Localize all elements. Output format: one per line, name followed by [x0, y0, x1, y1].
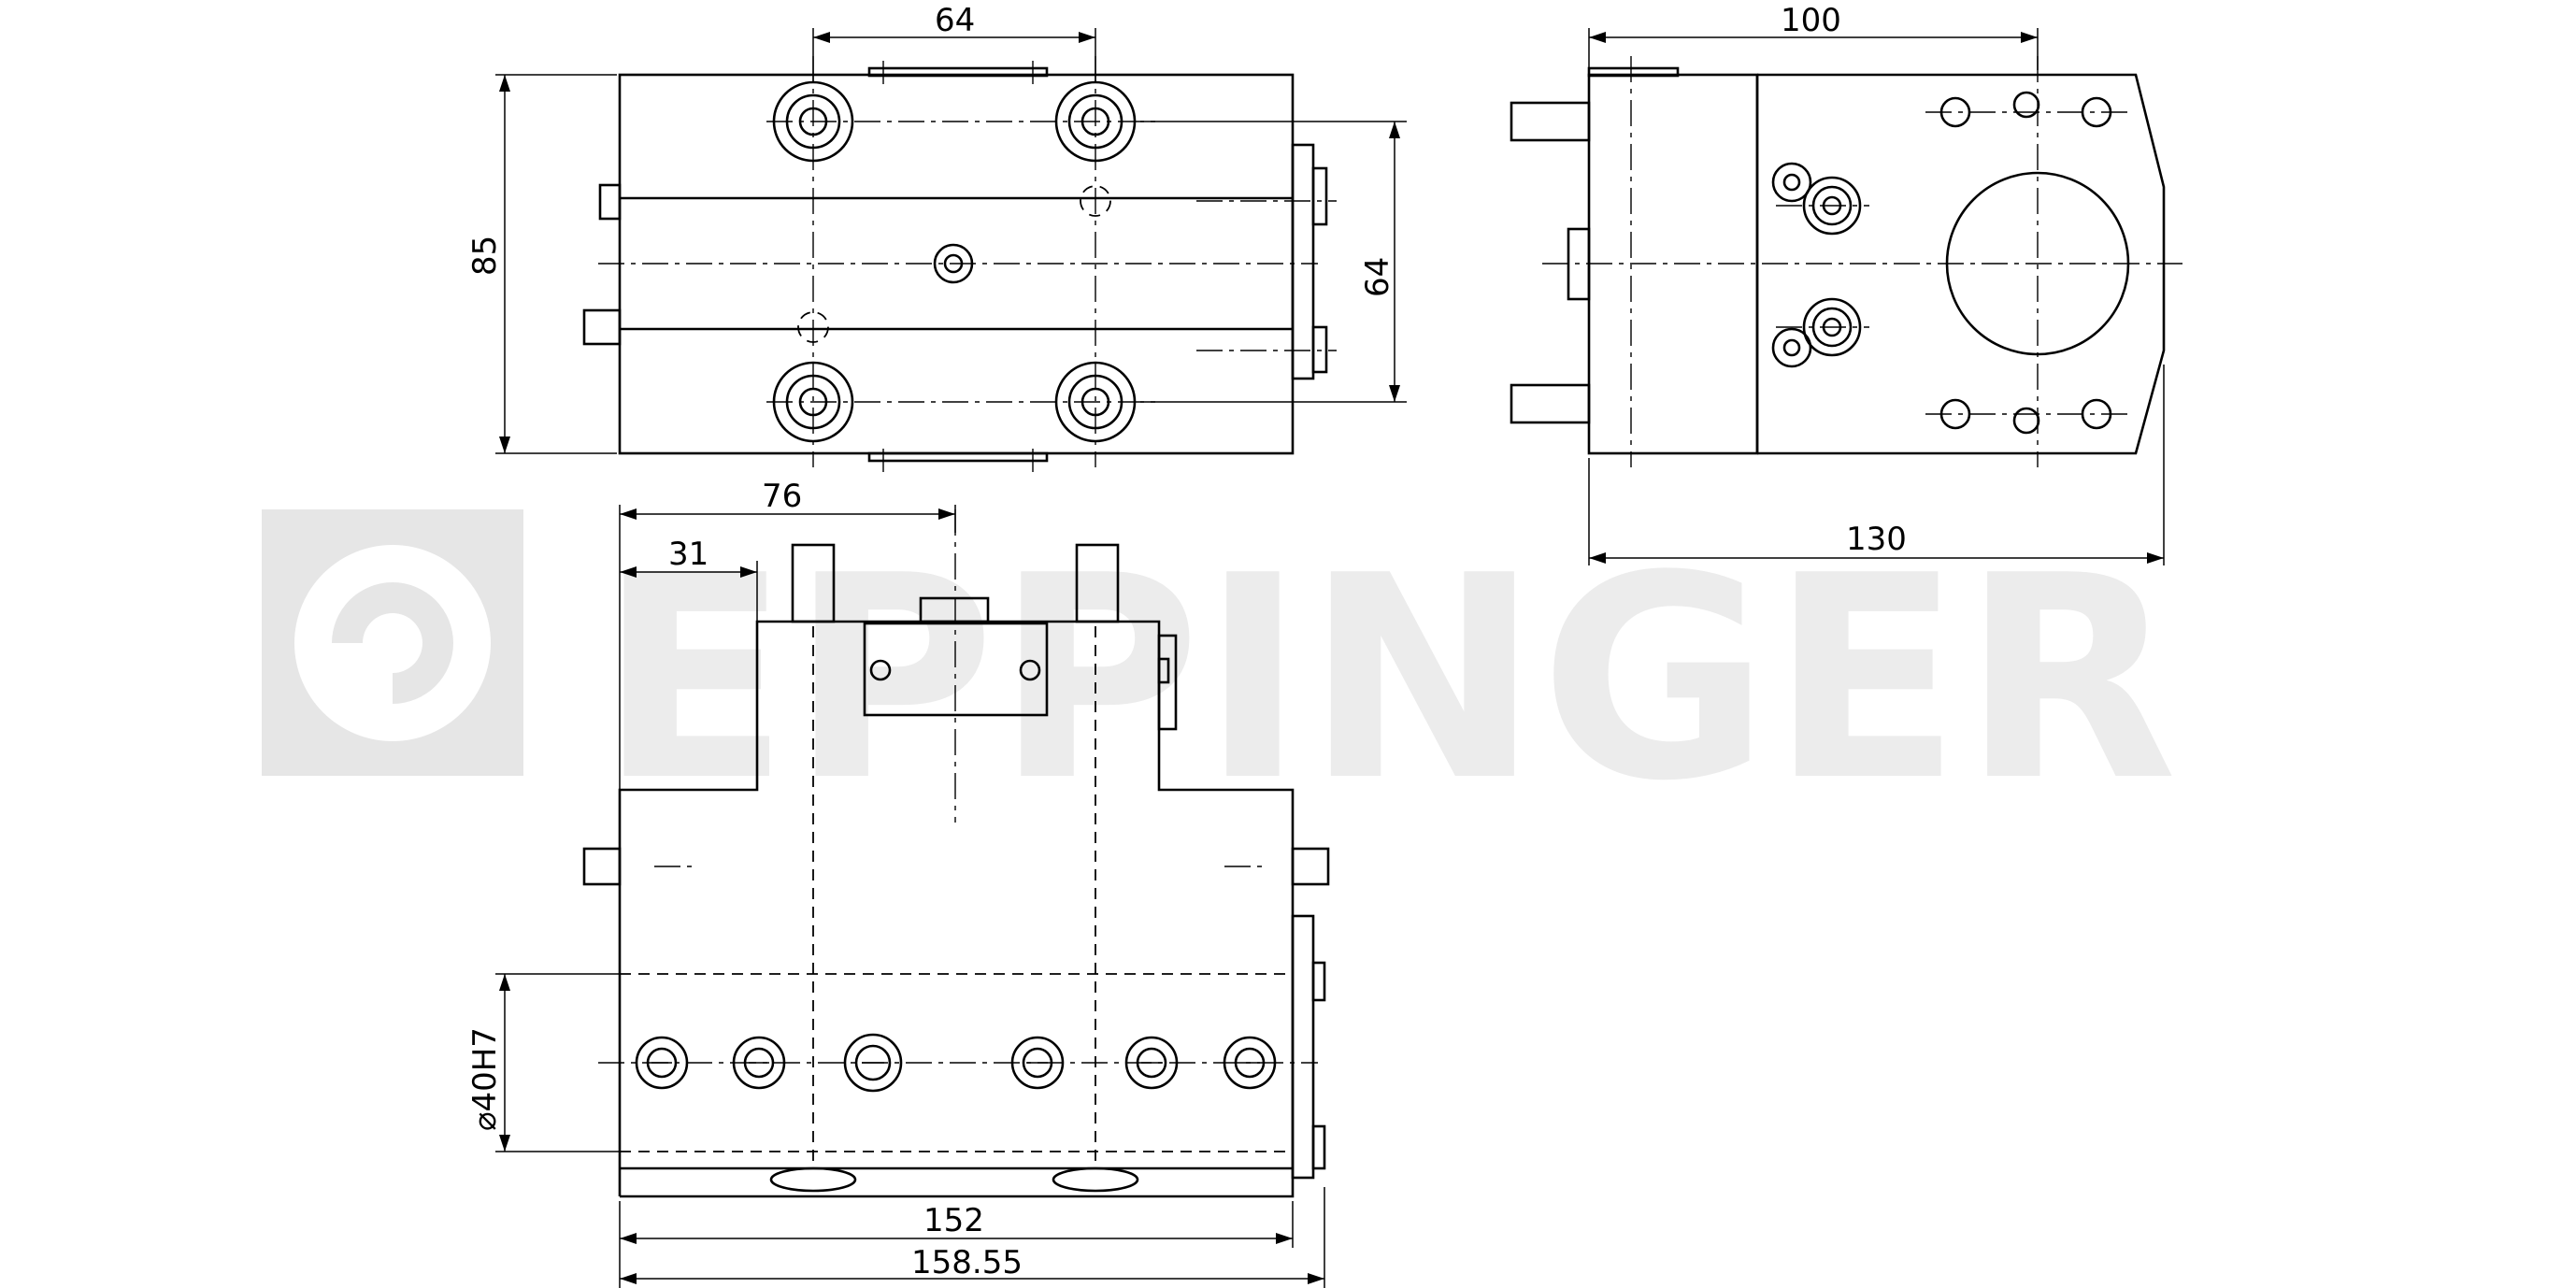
dim-front-31: 31 [620, 536, 758, 622]
dim-side-130: 130 [1588, 365, 2165, 565]
dim-bore: ⌀40H7 [466, 973, 620, 1152]
dim-inner-64: 64 [1140, 121, 1407, 403]
dim-width-152: 152 [619, 1201, 1294, 1288]
dim-height-85: 85 [466, 74, 617, 454]
dim-label: 152 [923, 1202, 984, 1239]
dim-label: 85 [466, 236, 504, 276]
watermark: EPPINGER [262, 509, 2178, 842]
dim-front-76: 76 [619, 478, 956, 790]
dim-label: 31 [668, 536, 708, 573]
dim-label: 76 [762, 478, 802, 515]
dim-label: 64 [935, 2, 975, 39]
front-view [582, 509, 1330, 1198]
dim-top-64: 64 [812, 2, 1096, 82]
dim-label: ⌀40H7 [466, 1027, 504, 1131]
side-view [1510, 56, 2182, 467]
dim-label: 158.55 [911, 1244, 1023, 1281]
top-view [582, 56, 1337, 472]
dim-side-100: 100 [1588, 2, 2039, 70]
dim-label: 100 [1781, 2, 1841, 39]
watermark-text: EPPINGER [598, 516, 2178, 842]
dim-label: 64 [1359, 257, 1396, 297]
dim-label: 130 [1846, 521, 1907, 558]
dim-width-158: 158.55 [620, 1187, 1325, 1288]
